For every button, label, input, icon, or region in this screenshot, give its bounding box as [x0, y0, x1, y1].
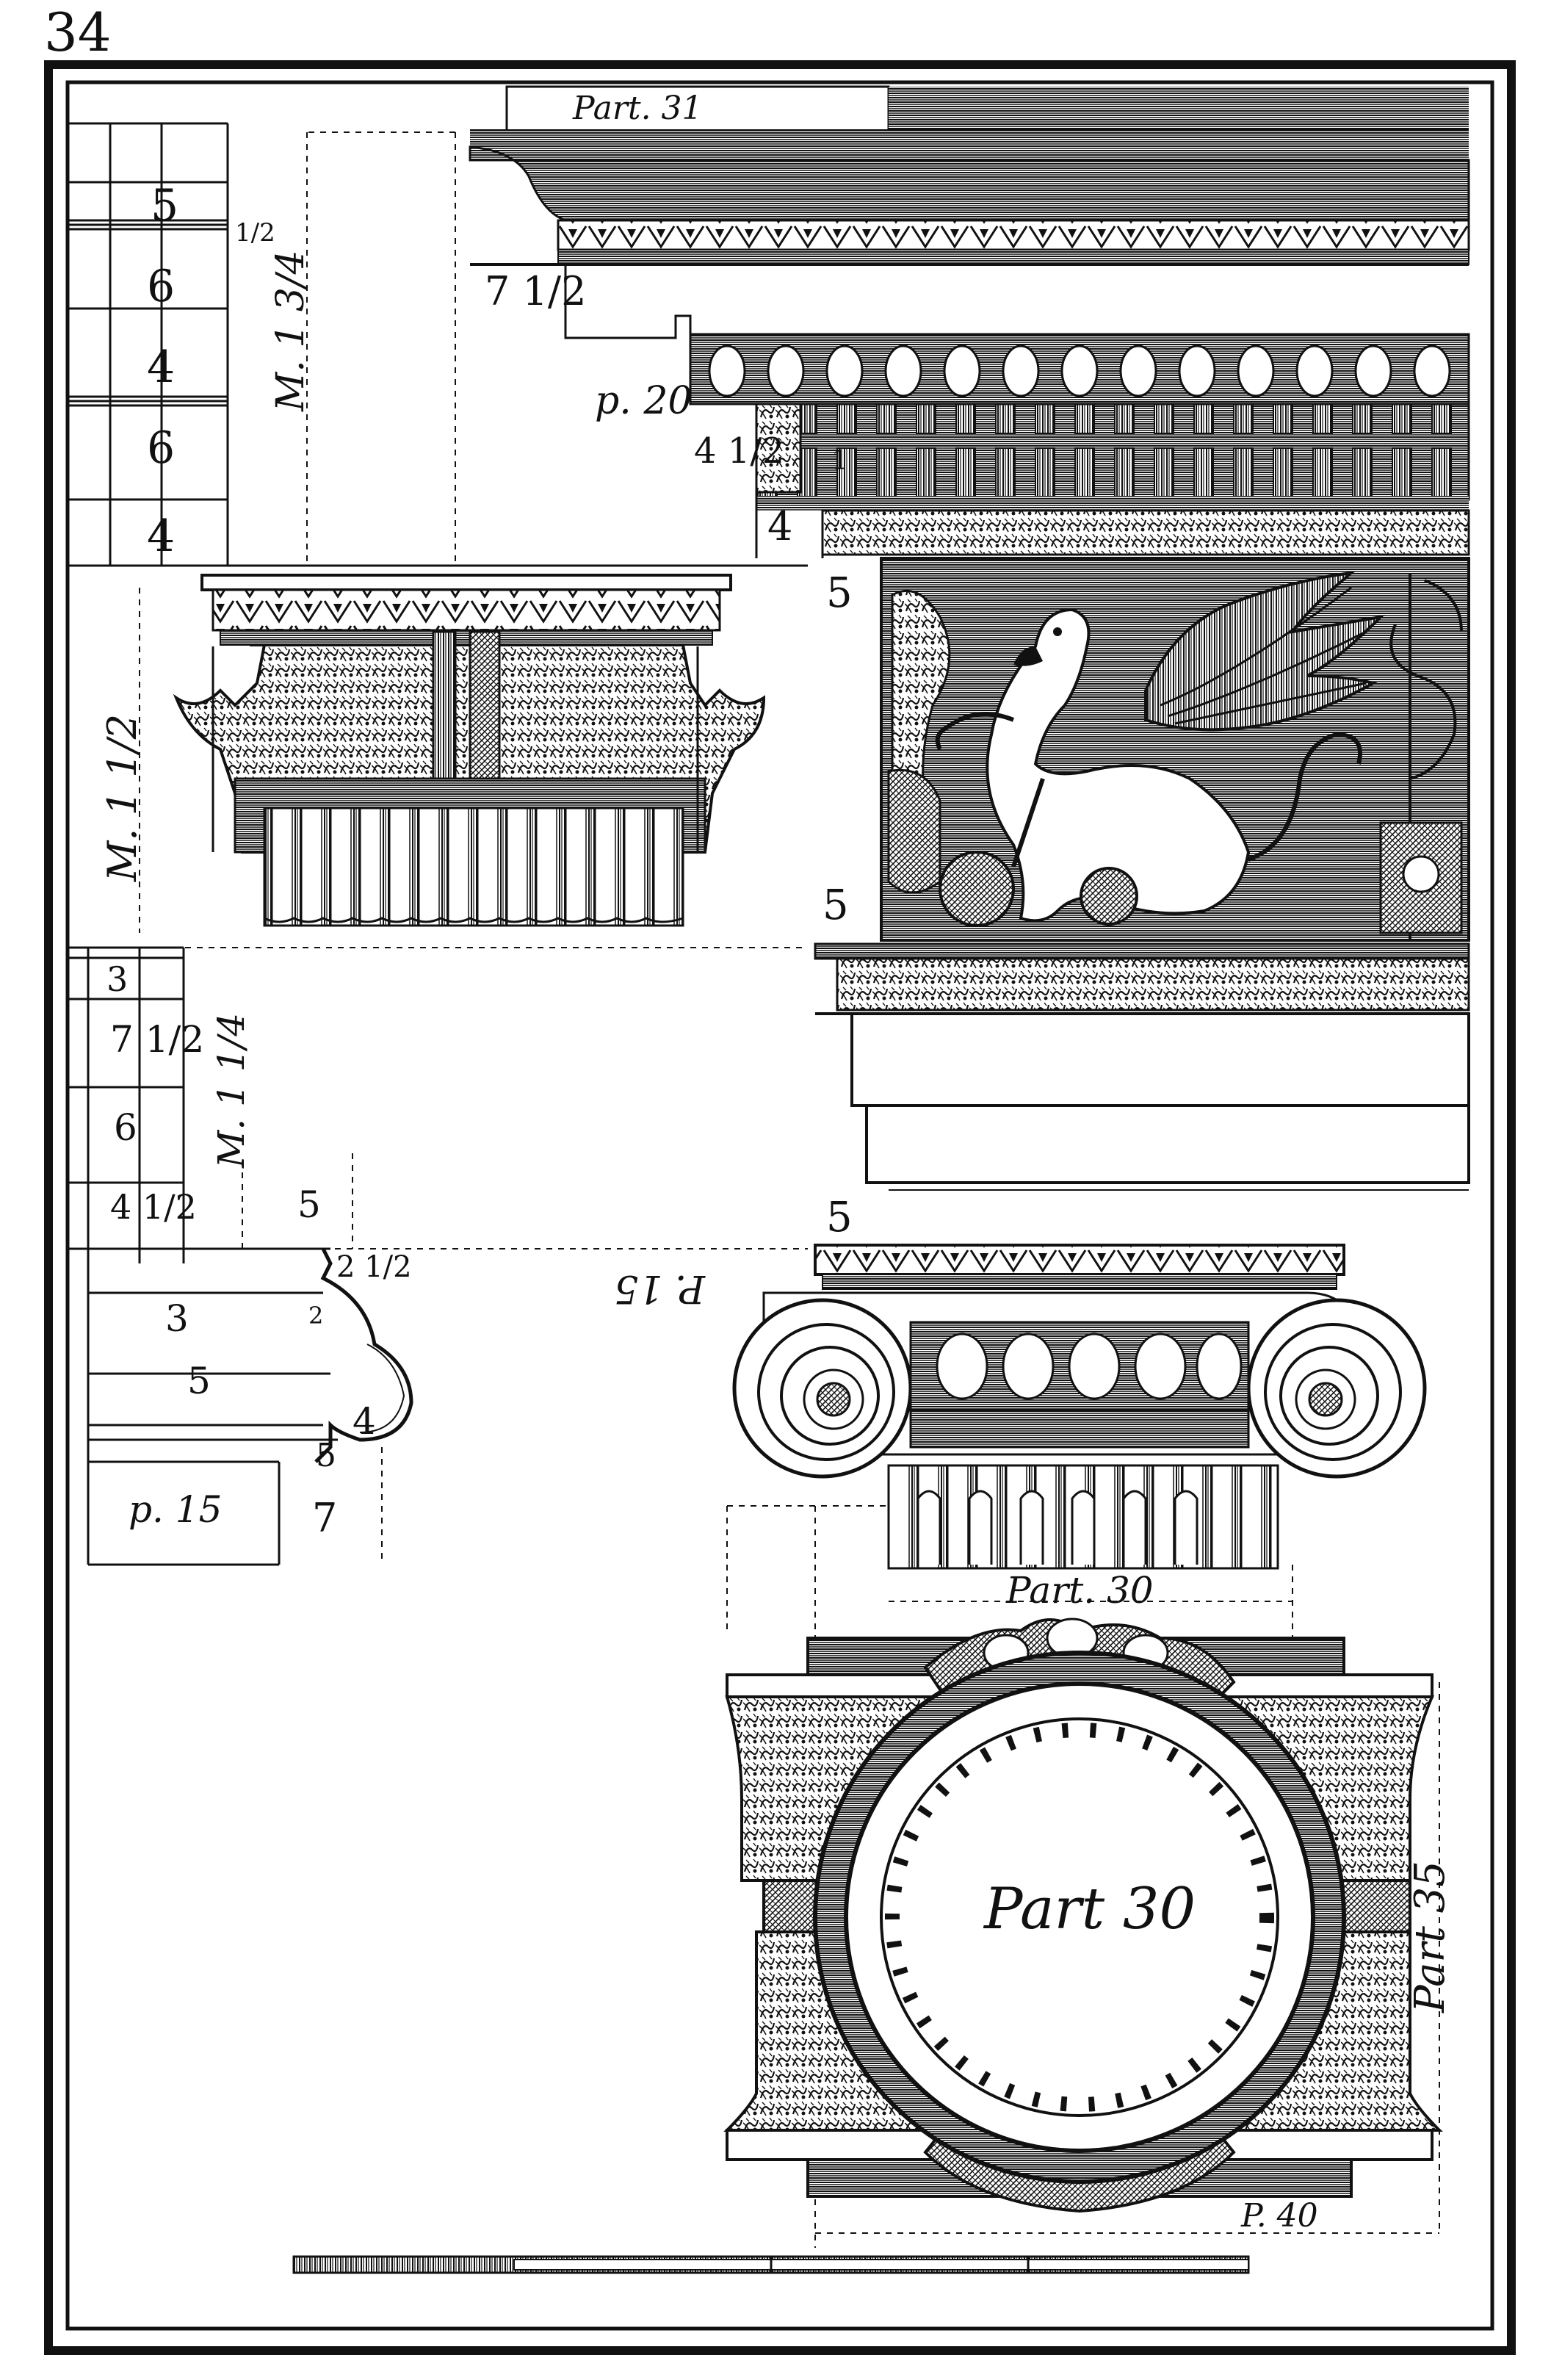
frieze-lower-moulding — [814, 942, 1470, 1191]
top-cornice — [469, 85, 1470, 339]
frieze-part-label: p. 20 — [595, 379, 693, 423]
base-dim-3b: 3 — [165, 1297, 189, 1340]
base-module-label: M. 1 1/4 — [210, 1012, 253, 1168]
part-label-top: Part. 31 — [573, 90, 703, 127]
ionic-five-label: 5 — [826, 1194, 853, 1241]
base-part-label: p. 15 — [129, 1488, 223, 1531]
left-capital — [173, 574, 766, 927]
profile-dim-7: 7 — [312, 1495, 338, 1541]
base-dim-5: 5 — [187, 1360, 211, 1402]
entablature-dim-4b: 4 — [147, 511, 176, 562]
part-label-circle: Part 30 — [984, 1876, 1196, 1942]
egg-and-dart-band — [689, 333, 1470, 558]
base-dim-6: 6 — [114, 1106, 137, 1149]
part-label-ionic: Part. 30 — [1006, 1569, 1154, 1612]
entablature-dim-6b: 6 — [147, 422, 176, 474]
base-dim-3: 3 — [106, 959, 129, 999]
five-bottom-label: 5 — [822, 881, 849, 929]
ionic-capital — [726, 1244, 1427, 2248]
left-base-profile — [68, 946, 413, 1566]
griffin-frieze — [880, 557, 1470, 942]
cornice-height-label: 7 1/2 — [485, 268, 587, 314]
part-label-side: Part 35 — [1406, 1861, 1454, 2013]
profile-dim-4: 4 — [352, 1400, 376, 1443]
profile-dim-5b: 5 — [316, 1437, 336, 1474]
entablature-module-label: M. 1 3/4 — [269, 250, 313, 411]
four-label: 4 — [767, 503, 793, 549]
small-one-label: 1 — [831, 446, 848, 476]
part-label-bottom: P. 40 — [1241, 2197, 1318, 2235]
base-dim-4-half: 4 1/2 — [110, 1187, 197, 1227]
five-top-label: 5 — [826, 569, 853, 617]
dentil-height-label: 4 1/2 — [694, 430, 785, 472]
left-entablature-dimension-lines — [68, 122, 808, 567]
ionic-rotated-part-label: P. 15 — [614, 1266, 705, 1310]
capital-module-label: M. 1 1/2 — [99, 713, 145, 881]
scale-bar — [292, 2255, 1250, 2274]
profile-dim-2-half: 2 1/2 — [336, 1250, 412, 1284]
profile-dim-5: 5 — [297, 1183, 321, 1226]
entablature-dim-half: 1/2 — [235, 218, 275, 248]
entablature-dim-5: 5 — [151, 180, 179, 231]
entablature-dim-4: 4 — [147, 342, 176, 393]
entablature-dim-6: 6 — [147, 261, 176, 312]
profile-dim-2: 2 — [308, 1302, 324, 1330]
bottom-capital-with-roundel — [723, 1618, 1443, 2234]
base-dim-7-half: 7 1/2 — [110, 1018, 205, 1061]
page-number: 34 — [44, 1, 112, 63]
